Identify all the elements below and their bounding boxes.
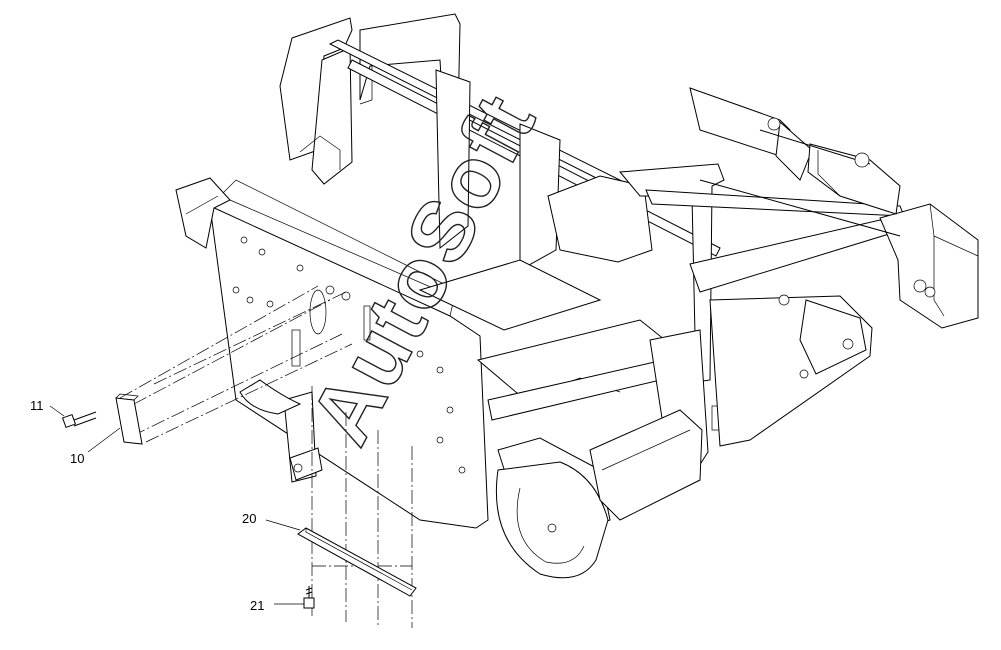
part-11-bolt: [61, 411, 97, 429]
callout-20: 20: [242, 511, 256, 526]
part-10-plate: [115, 393, 143, 445]
callout-21: 21: [250, 598, 264, 613]
callout-11: 11: [30, 398, 44, 413]
alignment-lines-part-10: [119, 285, 353, 443]
callout-10: 10: [70, 451, 84, 466]
part-20-strip: [297, 527, 417, 597]
part-21-screw: [303, 586, 315, 609]
machine-frame: [175, 13, 979, 579]
leader-lines: [49, 405, 304, 605]
